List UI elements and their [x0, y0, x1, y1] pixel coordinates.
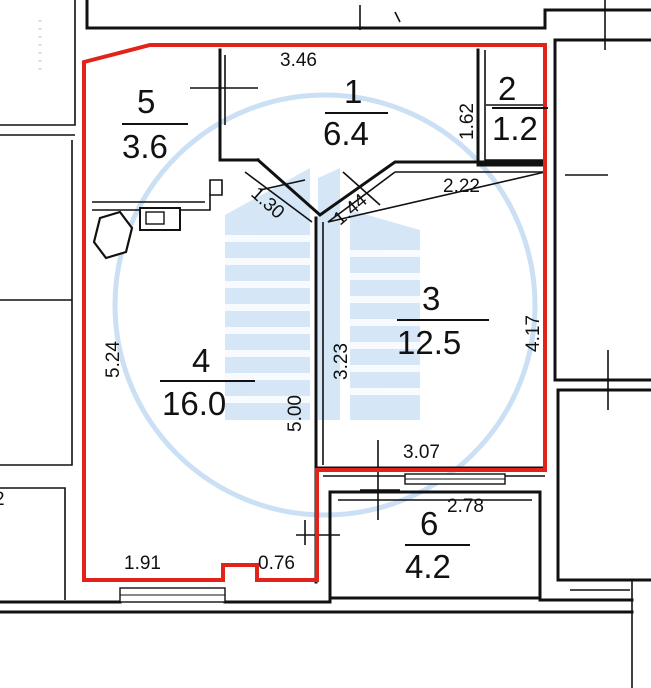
dim-room4-right: 5.00 [285, 395, 306, 432]
dim-door-opening: 0.76 [258, 553, 295, 574]
dim-top-width: 3.46 [280, 50, 317, 71]
room-number: 6 [420, 505, 438, 542]
room-4-label: 4 16.0 [160, 342, 255, 422]
dim-bath-depth: 1.62 [457, 103, 478, 140]
room-5-label: 5 3.6 [122, 83, 188, 165]
room-number: 2 [498, 70, 516, 107]
axis-markers [190, 55, 544, 520]
dim-room3-right: 4.17 [523, 315, 544, 352]
room-3-label: 3 12.5 [397, 280, 489, 361]
dim-corridor-width: 2.22 [443, 176, 480, 197]
watermark-logo [112, 92, 538, 518]
cut-off-dim: 2 [0, 489, 5, 510]
room-2-label: 2 1.2 [492, 70, 548, 147]
room-area: 6.4 [323, 115, 369, 152]
dim-room3-left: 3.23 [331, 343, 352, 380]
dim-room4-left: 5.24 [103, 341, 124, 378]
room-6-label: 6 4.2 [405, 505, 470, 585]
room-number: 5 [137, 83, 155, 120]
room-1-label: 1 6.4 [323, 73, 388, 152]
dim-room3-bottom: 3.07 [403, 442, 440, 463]
room-number: 1 [344, 73, 362, 110]
apartment-outline [82, 43, 547, 582]
room-area: 16.0 [162, 385, 226, 422]
room-number: 4 [192, 342, 210, 379]
room-area: 3.6 [122, 128, 168, 165]
room-area: 12.5 [397, 324, 461, 361]
room-area: 1.2 [492, 110, 538, 147]
dim-room4-bottom: 1.91 [124, 553, 161, 574]
room-area: 4.2 [405, 548, 451, 585]
room-number: 3 [422, 280, 440, 317]
dim-balcony-width: 2.78 [447, 496, 484, 517]
